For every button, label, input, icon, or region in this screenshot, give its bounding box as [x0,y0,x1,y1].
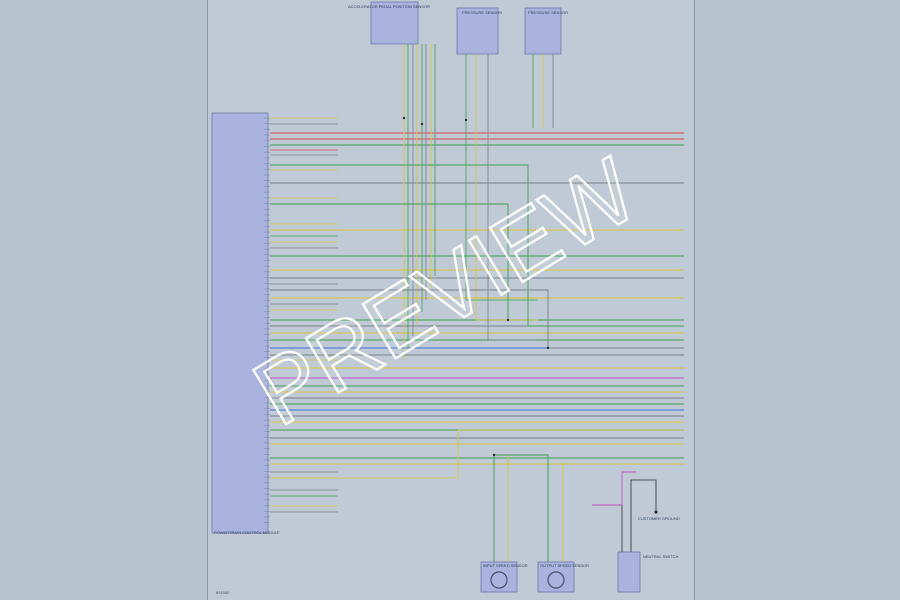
top-left-sensor-label: ACCELERATOR PEDAL POSITION SENSOR [348,4,430,9]
bottom-mid-sensor-box [537,561,575,593]
neutral-switch-wire [592,471,636,506]
wire-junction [420,122,424,126]
branch-wire [270,203,509,320]
pressure-sensor-wire [487,54,538,341]
footer-code: 891560 [216,590,230,595]
branch-wire [270,164,684,327]
top-left-sensor-box [370,1,419,45]
pcm-pin-labels [264,117,270,523]
ground-label: CUSTOMER GROUND [638,516,680,521]
bottom-left-sensor-box [480,561,518,593]
bottom-right-switch-box [617,551,641,593]
wire-junction [492,453,496,457]
pressure-sensor-wire [465,54,538,301]
neutral-switch-wire [630,479,657,552]
pcm-module-label: POWERTRAIN CONTROL MODULE [214,530,280,535]
wire-junction [464,118,468,122]
wire-group [270,44,684,562]
wiring-diagram: POWERTRAIN CONTROL MODULE ACCELERATOR PE… [211,1,684,593]
bottom-left-sensor-label: INPUT SPEED SENSOR [483,563,528,568]
bottom-mid-sensor-label: OUTPUT SPEED SENSOR [540,563,589,568]
bottom-right-switch-label: NEUTRAL SWITCH [643,554,679,559]
pressure-sensor-wire [475,54,538,321]
speed-sensor-wire [270,429,684,479]
wire-junction [506,318,510,322]
top-right-sensor-box [524,7,562,55]
ground-terminal [654,510,658,514]
top-mid-sensor-box [456,7,499,55]
top-mid-sensor-label: PRESSURE SENSOR [462,10,502,15]
branch-wire [270,289,684,349]
wiring-diagram-sheet: POWERTRAIN CONTROL MODULE ACCELERATOR PE… [207,0,695,600]
bottom-left-sensor-coil [490,571,508,589]
pcm-connector-block [211,112,269,534]
wire-junction [546,346,550,350]
top-right-sensor-label: PRESSURE SENSOR [528,10,568,15]
speed-sensor-wire [494,454,549,562]
bottom-mid-sensor-coil [547,571,565,589]
wire-junction [402,116,406,120]
